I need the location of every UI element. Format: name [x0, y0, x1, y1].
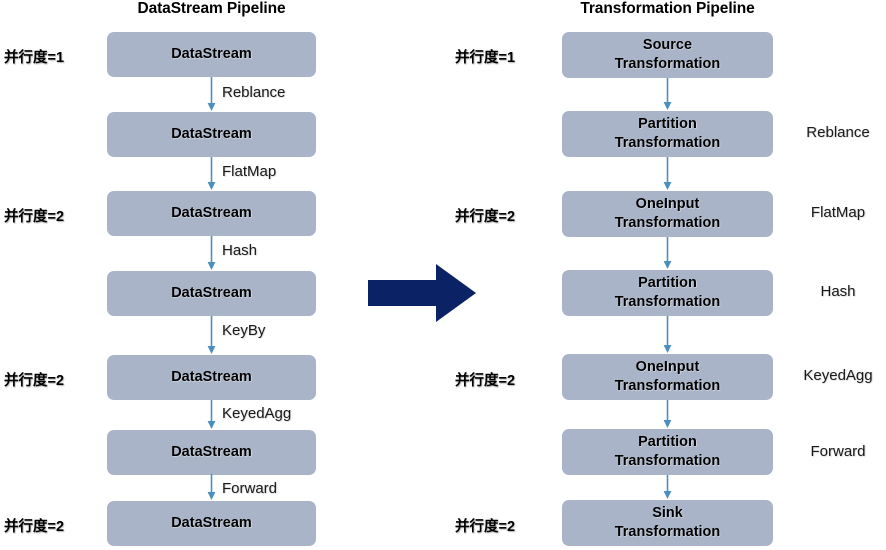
left-connector-6: [205, 474, 218, 501]
left-edge-label-forward: Forward: [222, 480, 278, 497]
left-connector-5: [205, 400, 218, 430]
left-connector-1: [205, 77, 218, 112]
left-pipeline-title: DataStream Pipeline: [137, 0, 286, 17]
left-node-4[interactable]: DataStream: [107, 271, 316, 316]
left-node-2-label: DataStream: [171, 125, 252, 142]
right-node-5-label: OneInput Transformation: [614, 358, 721, 394]
right-node-4[interactable]: Partition Transformation: [562, 270, 773, 316]
right-pipeline-title: Transformation Pipeline: [580, 0, 755, 17]
right-parallelism-label-5: 并行度=2: [455, 373, 516, 389]
right-connector-2: [661, 157, 674, 191]
right-connector-6: [661, 475, 674, 500]
left-node-7-label: DataStream: [171, 514, 252, 531]
right-connector-1: [661, 78, 674, 111]
right-node-7[interactable]: Sink Transformation: [562, 500, 773, 546]
left-node-1[interactable]: DataStream: [107, 32, 316, 77]
right-connector-5: [661, 400, 674, 429]
left-node-7[interactable]: DataStream: [107, 501, 316, 546]
right-node-1-label: Source Transformation: [614, 36, 721, 72]
right-parallelism-label-1: 并行度=1: [455, 50, 516, 66]
left-node-4-label: DataStream: [171, 284, 252, 301]
right-node-4-label: Partition Transformation: [614, 274, 721, 310]
left-node-1-label: DataStream: [171, 45, 252, 62]
right-node-7-label: Sink Transformation: [614, 504, 721, 540]
left-node-2[interactable]: DataStream: [107, 112, 316, 157]
left-parallelism-label-3: 并行度=2: [4, 209, 65, 225]
right-side-label-keyedagg: KeyedAgg: [803, 367, 873, 384]
left-node-3[interactable]: DataStream: [107, 191, 316, 236]
left-edge-label-hash: Hash: [222, 242, 258, 259]
right-side-label-flatmap: FlatMap: [810, 204, 866, 221]
right-node-2-label: Partition Transformation: [614, 115, 721, 151]
left-parallelism-label-1: 并行度=1: [4, 50, 65, 66]
left-connector-3: [205, 236, 218, 271]
right-node-3[interactable]: OneInput Transformation: [562, 191, 773, 237]
left-parallelism-label-7: 并行度=2: [4, 519, 65, 535]
right-connector-4: [661, 316, 674, 354]
right-parallelism-label-3: 并行度=2: [455, 209, 516, 225]
left-node-6[interactable]: DataStream: [107, 430, 316, 475]
right-node-6[interactable]: Partition Transformation: [562, 429, 773, 475]
left-node-5[interactable]: DataStream: [107, 355, 316, 400]
right-node-3-label: OneInput Transformation: [614, 195, 721, 231]
right-parallelism-label-7: 并行度=2: [455, 519, 516, 535]
left-node-5-label: DataStream: [171, 368, 252, 385]
right-node-1[interactable]: Source Transformation: [562, 32, 773, 78]
left-connector-4: [205, 316, 218, 355]
left-edge-label-keyby: KeyBy: [222, 322, 266, 339]
right-side-label-hash: Hash: [820, 283, 856, 300]
right-node-5[interactable]: OneInput Transformation: [562, 354, 773, 400]
right-side-label-forward: Forward: [810, 443, 866, 460]
right-connector-3: [661, 237, 674, 270]
left-node-3-label: DataStream: [171, 204, 252, 221]
left-node-6-label: DataStream: [171, 443, 252, 460]
left-edge-label-flatmap: FlatMap: [222, 163, 277, 180]
left-edge-label-reblance: Reblance: [222, 84, 286, 101]
right-side-label-reblance: Reblance: [806, 124, 870, 141]
left-parallelism-label-5: 并行度=2: [4, 373, 65, 389]
left-connector-2: [205, 157, 218, 191]
right-node-2[interactable]: Partition Transformation: [562, 111, 773, 157]
right-node-6-label: Partition Transformation: [614, 433, 721, 469]
left-edge-label-keyedagg: KeyedAgg: [222, 405, 292, 422]
right-arrow-icon: [368, 262, 478, 324]
